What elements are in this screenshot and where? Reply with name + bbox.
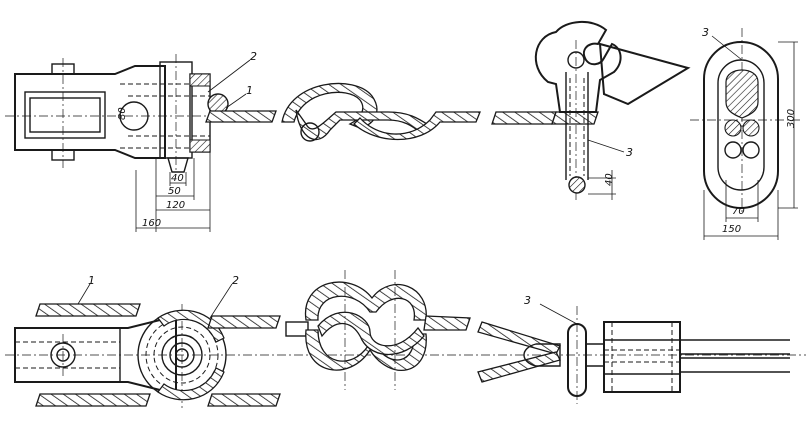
dim-160: 160 [142,218,161,229]
dim-40-a: 40 [171,173,184,184]
callout-2-top: 2 [250,50,257,63]
callout-3-bottom: 3 [524,294,531,307]
dim-50: 50 [168,186,181,197]
top-clamp-assembly: 80 2 1 [5,50,257,173]
callout-1-top: 1 [246,84,253,97]
dim-300: 300 [786,109,797,128]
bottom-assembly: 3 1 2 [5,270,806,408]
top-hook-assembly: 3 40 [534,21,691,200]
dim-80: 80 [117,107,128,120]
staple-section: 3 300 70 150 [690,26,800,240]
top-clamp-dimensions: 40 50 120 160 [135,152,211,232]
top-cable [205,82,599,142]
dim-150: 150 [722,224,741,235]
dim-120: 120 [166,200,185,211]
callout-3-hook: 3 [626,146,633,159]
callout-1-bottom: 1 [88,274,95,287]
dim-70: 70 [732,206,745,217]
callout-3-section: 3 [702,26,709,39]
dim-40-b: 40 [604,173,615,186]
callout-2-bottom: 2 [232,274,239,287]
